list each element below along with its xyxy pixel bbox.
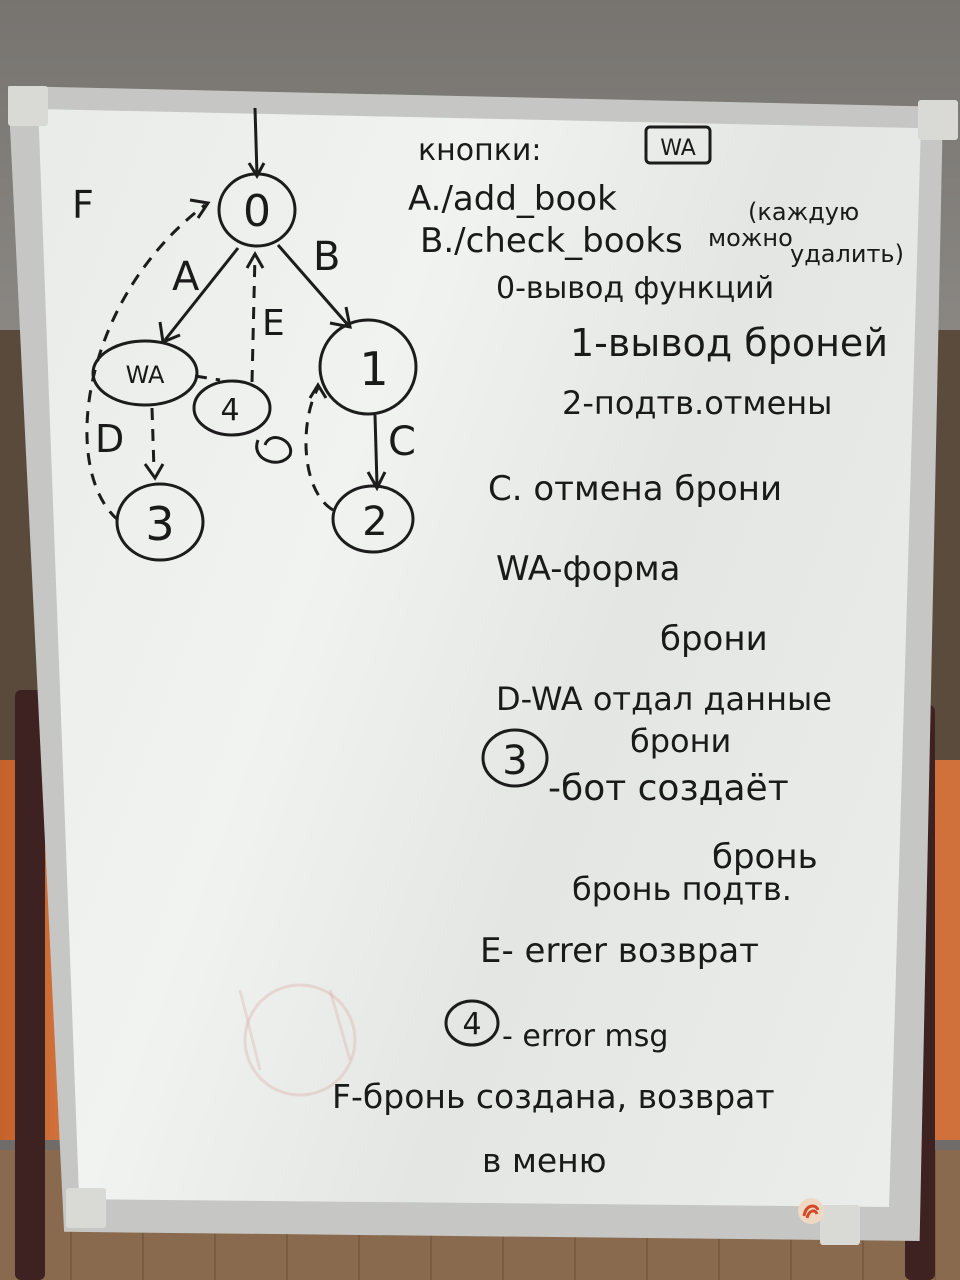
edge-f-label: F — [72, 183, 94, 227]
node-wa-label: WA — [126, 361, 165, 389]
note-line-d-2: брони — [630, 722, 731, 760]
note-line-e: E- errer возврат — [480, 931, 759, 971]
note-line-3-3: бронь подтв. — [572, 870, 792, 908]
note-line-c: C. отмена брони — [488, 469, 782, 509]
edge-e-label: E — [262, 303, 285, 344]
edge-e-dashed — [250, 254, 257, 383]
edge-d-dashed — [150, 407, 156, 471]
brand-logo-icon — [798, 1198, 824, 1224]
note-line-wa-1: WA-форма — [496, 549, 680, 589]
edge-c-arrowhead — [366, 471, 387, 492]
note-line-0: 0-вывод функций — [496, 271, 774, 306]
note-check-books-2: можно — [708, 224, 793, 252]
node-0-circle — [217, 172, 297, 248]
node-3-label: 3 — [145, 497, 174, 551]
stand-leg-left — [15, 690, 45, 1280]
wa-box — [644, 125, 712, 165]
frame-corner-bottom-right — [820, 1205, 860, 1245]
node-1-circle — [318, 318, 418, 416]
note-line-1: 1-вывод броней — [570, 321, 888, 365]
edge-a-arrowhead — [158, 321, 181, 345]
node-4-circle — [192, 379, 272, 437]
edge-wa-to-4-dashed — [194, 374, 221, 382]
note-3-num: 3 — [502, 738, 527, 784]
note-4-num: 4 — [462, 1007, 481, 1042]
note-check-books-1: (каждую — [748, 198, 859, 226]
note-line-4: - error msg — [502, 1019, 668, 1054]
node-1-label: 1 — [359, 342, 388, 396]
note-line-d-1: D-WA отдал данные — [496, 680, 832, 718]
entry-arrowhead — [247, 162, 266, 180]
note-line-2: 2-подтв.отмены — [562, 384, 832, 422]
note-line-3-2: бронь — [712, 837, 818, 877]
node-4-self-loop — [255, 436, 293, 464]
edge-f-arrowhead — [189, 198, 211, 219]
edge-b-arrowhead — [329, 306, 352, 329]
note-line-f-2: в меню — [482, 1141, 607, 1180]
entry-arrow — [253, 107, 259, 176]
erased-ghost-marks — [238, 983, 357, 1097]
edge-c-label: C — [388, 419, 416, 465]
edge-a-label: A — [172, 254, 200, 300]
node-2-circle — [331, 484, 415, 554]
note-line-3-1: -бот создаёт — [548, 768, 789, 809]
note-wa-box-label: WA — [660, 136, 696, 161]
node-2-label: 2 — [362, 499, 387, 545]
node-0-label: 0 — [243, 186, 271, 237]
note-add-book: A./add_book — [408, 179, 617, 219]
edge-d-label: D — [95, 417, 124, 461]
node-4-label: 4 — [220, 393, 239, 428]
edge-d-arrowhead — [143, 463, 165, 481]
frame-corner-bottom-left — [66, 1188, 106, 1228]
edge-2-to-1-arrowhead — [308, 382, 328, 399]
edge-a-line — [163, 247, 240, 341]
note-check-books-3: удалить) — [790, 240, 904, 268]
note-4-circle — [444, 999, 500, 1047]
edge-c-line — [373, 414, 379, 486]
frame-corner-top-left — [8, 86, 48, 126]
note-line-wa-2: брони — [660, 619, 768, 659]
note-buttons-title: кнопки: — [418, 133, 541, 168]
note-3-circle — [481, 728, 549, 788]
edge-e-arrowhead — [245, 250, 265, 269]
edge-2-to-1-dashed — [304, 387, 334, 512]
node-3-circle — [115, 482, 205, 562]
handwritten-notes: кнопки: WA A./add_book B./check_books (к… — [332, 125, 904, 1180]
edge-b-label: B — [313, 234, 340, 280]
edge-f-dashed — [85, 203, 206, 522]
note-check-books: B./check_books — [420, 221, 683, 261]
whiteboard-surface — [38, 109, 921, 1207]
edge-b-line — [276, 244, 350, 326]
note-line-f-1: F-бронь создана, возврат — [332, 1077, 775, 1116]
state-diagram: 0 WA 4 1 3 2 A B C D E F — [72, 107, 418, 562]
frame-corner-top-right — [918, 100, 958, 140]
